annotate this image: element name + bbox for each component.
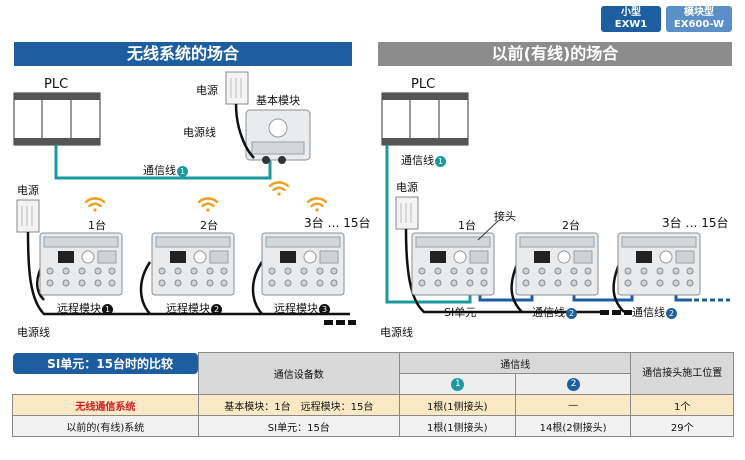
right-continuation-marks xyxy=(600,310,632,315)
right-comm-line-text: 通信线 xyxy=(401,154,434,167)
left-power-supply xyxy=(16,199,40,233)
unit-count-1: 1台 xyxy=(88,219,106,232)
header-position: 通信接头施工位置 xyxy=(630,352,734,395)
header-comm-1: 1 xyxy=(398,373,516,395)
table-row: 以前的(有线)系统 SI单元：15台 1根(1侧接头) 14根(2侧接头) 29… xyxy=(12,415,734,437)
remote-module-text-3: 远程模块 xyxy=(274,302,318,315)
badge-module-line2: EX600-W xyxy=(673,19,725,30)
row-wireless-devices: 基本模块：1台 远程模块：15台 xyxy=(197,394,400,416)
header-comm: 通信线 xyxy=(398,352,632,374)
table-title: SI单元：15台时的比较 xyxy=(12,352,199,374)
header-comm-2: 2 xyxy=(514,373,632,395)
left-comm-line-text: 通信线 xyxy=(143,164,176,177)
left-power-label: 电源 xyxy=(17,184,39,197)
remote-module-2 xyxy=(151,232,235,296)
top-power-cable xyxy=(234,103,255,159)
base-module-label: 基本模块 xyxy=(256,94,300,107)
si-unit-2 xyxy=(515,232,599,296)
left-comm-cable xyxy=(54,145,272,180)
remote-module-text-1: 远程模块 xyxy=(57,302,101,315)
right-plc-label: PLC xyxy=(411,77,436,92)
header-devices: 通信设备数 xyxy=(197,352,400,395)
badge-module-line1: 模块型 xyxy=(684,7,714,18)
top-power-label: 电源 xyxy=(196,84,218,97)
si-unit-label: SI单元 xyxy=(444,306,477,319)
row-wired-position: 29个 xyxy=(630,415,734,437)
si-unit-1 xyxy=(411,232,495,296)
right-power-label: 电源 xyxy=(396,181,418,194)
left-power-line xyxy=(26,231,350,316)
row-wireless-name: 无线通信系统 xyxy=(12,394,199,416)
row-wired-comm1: 1根(1侧接头) xyxy=(398,415,516,437)
wifi-icon-2 xyxy=(197,197,219,213)
row-wired-name: 以前的(有线)系统 xyxy=(12,415,199,437)
left-plc xyxy=(13,92,101,146)
remote-module-text-2: 远程模块 xyxy=(166,302,210,315)
right-plc xyxy=(381,92,469,146)
left-plc-label: PLC xyxy=(44,77,69,92)
right-power-line xyxy=(404,228,600,314)
top-power-supply xyxy=(225,71,249,105)
header-comm-1-badge: 1 xyxy=(451,377,465,391)
row-wireless-comm2: — xyxy=(514,394,632,416)
comm-line-2-text-b: 通信线 xyxy=(632,306,665,319)
base-wifi-icon xyxy=(268,181,290,197)
row-wired-comm2: 14根(2侧接头) xyxy=(514,415,632,437)
wireless-title-banner: 无线系统的场合 xyxy=(14,42,352,66)
system-diagram xyxy=(13,71,730,325)
top-power-line-label: 电源线 xyxy=(183,126,216,139)
small-type-badge: 小型 EXW1 xyxy=(601,6,661,32)
comm-line-2-text-a: 通信线 xyxy=(532,306,565,319)
comparison-table: SI单元：15台时的比较 通信设备数 通信线 通信接头施工位置 1 2 无线通信… xyxy=(12,352,734,437)
wifi-icon-1 xyxy=(84,197,106,213)
right-power-line-label: 电源线 xyxy=(380,326,413,339)
header-comm-2-badge: 2 xyxy=(567,377,581,391)
row-wireless-comm1: 1根(1侧接头) xyxy=(398,394,516,416)
connector-pointer xyxy=(477,220,499,241)
si-unit-3 xyxy=(617,232,701,296)
wifi-icon-3 xyxy=(306,197,328,213)
table-row: 无线通信系统 基本模块：1台 远程模块：15台 1根(1侧接头) — 1个 xyxy=(12,394,734,416)
right-power-supply xyxy=(395,196,419,230)
unit-count-3: 3台 … 15台 xyxy=(304,216,371,230)
remote-module-3 xyxy=(261,232,345,296)
base-module xyxy=(245,109,311,164)
badge-small-line1: 小型 xyxy=(621,7,641,18)
unit-count-2: 2台 xyxy=(200,219,218,232)
left-power-line-label: 电源线 xyxy=(17,326,50,339)
si-count-3: 3台 … 15台 xyxy=(662,216,729,230)
si-count-1: 1台 xyxy=(458,219,476,232)
badge-small-line2: EXW1 xyxy=(614,19,648,30)
comm-number-1: 1 xyxy=(177,165,188,177)
left-continuation-marks xyxy=(324,320,356,325)
row-wired-devices: SI单元：15台 xyxy=(197,415,400,437)
wired-title-banner: 以前(有线)的场合 xyxy=(378,42,732,66)
module-type-badge: 模块型 EX600-W xyxy=(666,6,732,32)
row-wireless-position: 1个 xyxy=(630,394,734,416)
connector-label: 接头 xyxy=(494,210,516,223)
remote-module-1 xyxy=(39,232,123,296)
si-count-2: 2台 xyxy=(562,219,580,232)
